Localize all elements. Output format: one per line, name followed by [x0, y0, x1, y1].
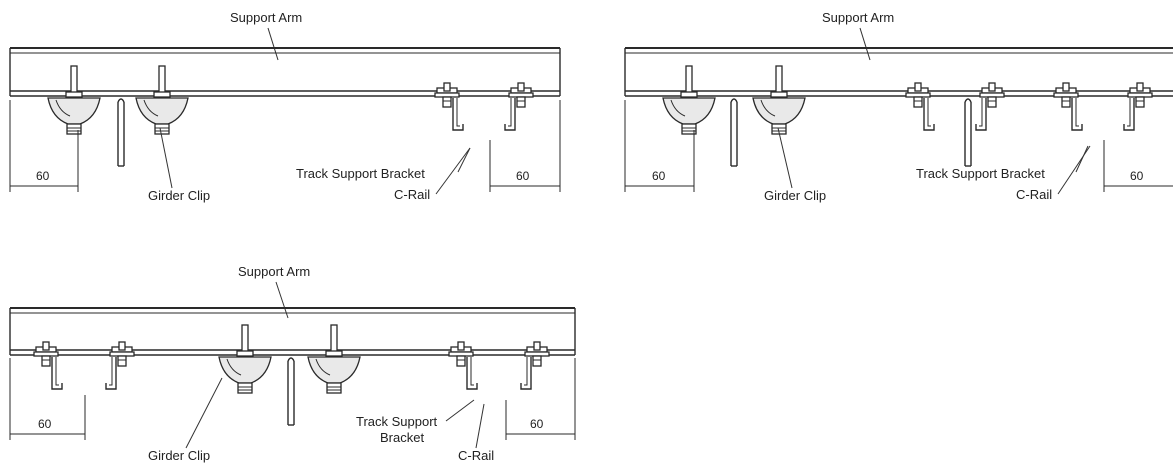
girder-clip-label: Girder Clip: [764, 188, 826, 203]
support-arm-label: Support Arm: [822, 10, 894, 25]
dimension-60-left: 60: [38, 417, 52, 431]
dimension-60-left: 60: [652, 169, 666, 183]
panel-2: Support Arm 60 60 Girder Clip Track Supp…: [624, 10, 1173, 203]
dimension-60-right: 60: [1130, 169, 1144, 183]
girder-clip-label: Girder Clip: [148, 188, 210, 203]
c-rail-label: C-Rail: [394, 187, 430, 202]
c-rail-label: C-Rail: [1016, 187, 1052, 202]
track-support-label: Track Support: [356, 414, 438, 429]
panel-1: Support Arm 60 60 Girder Clip Track Supp…: [9, 10, 561, 203]
girder-clip-label: Girder Clip: [148, 448, 210, 463]
support-arm-label: Support Arm: [238, 264, 310, 279]
dimension-60-left: 60: [36, 169, 50, 183]
support-arm-label: Support Arm: [230, 10, 302, 25]
c-rail-label: C-Rail: [458, 448, 494, 463]
dimension-60-right: 60: [530, 417, 544, 431]
dimension-60-right: 60: [516, 169, 530, 183]
track-support-bracket-label: Track Support Bracket: [916, 166, 1045, 181]
bracket-label: Bracket: [380, 430, 424, 445]
panel-3: Support Arm 60 60 Girder Clip Track Supp…: [9, 264, 576, 463]
track-support-bracket-label: Track Support Bracket: [296, 166, 425, 181]
